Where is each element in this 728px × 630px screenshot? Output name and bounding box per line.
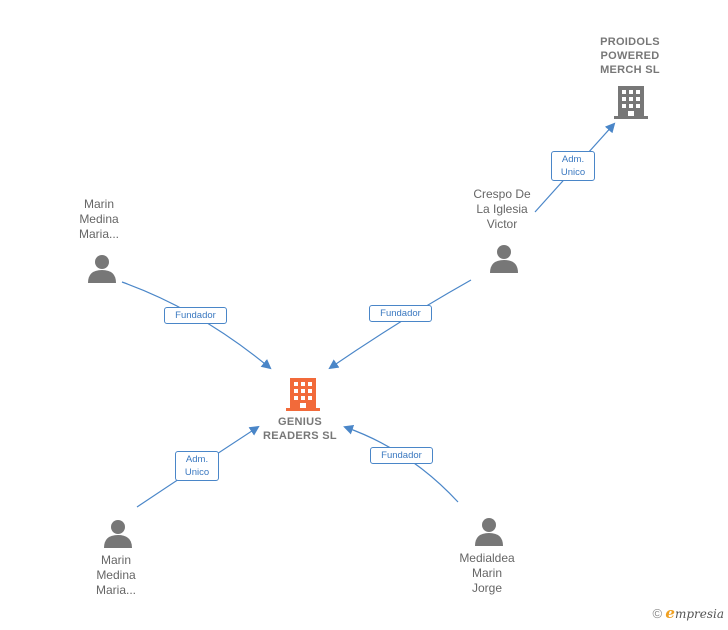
brand-name: mpresia xyxy=(674,607,724,621)
copyright-icon: © xyxy=(652,606,663,621)
person-icon[interactable] xyxy=(104,518,132,548)
edge-label-medialdea-genius[interactable]: Fundador xyxy=(370,447,433,464)
person-icon[interactable] xyxy=(490,243,518,273)
building-icon[interactable] xyxy=(614,84,648,120)
edge-label-crespo-genius[interactable]: Fundador xyxy=(369,305,432,322)
brand-footer: © empresia xyxy=(652,604,724,622)
building-icon-main[interactable] xyxy=(286,376,320,412)
person-icon[interactable] xyxy=(475,516,503,546)
brand-initial: e xyxy=(665,604,675,622)
edge-medialdea-genius xyxy=(343,424,459,503)
edge-label-marin-bottom-genius[interactable]: Adm.Unico xyxy=(175,451,219,481)
edge-label-crespo-proidols[interactable]: Adm.Unico xyxy=(551,151,595,181)
edge-crespo-genius xyxy=(328,279,472,370)
edge-marin-top-genius xyxy=(121,281,272,370)
edge-label-marin-top-genius[interactable]: Fundador xyxy=(164,307,227,324)
person-icon[interactable] xyxy=(88,253,116,283)
